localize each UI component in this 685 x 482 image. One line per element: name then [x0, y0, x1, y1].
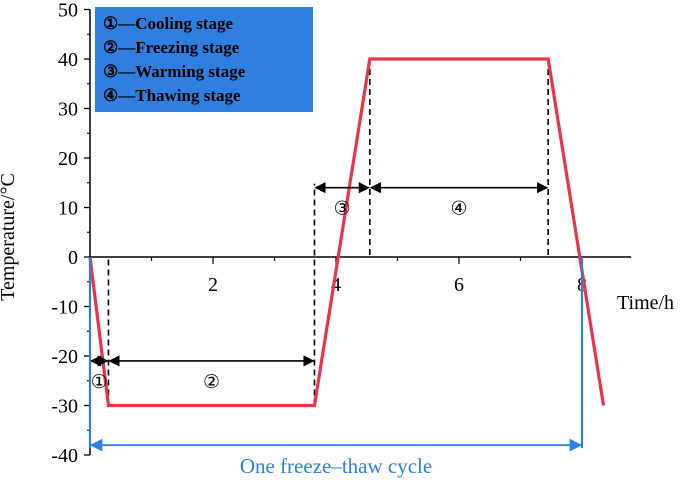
y-tick-label: 20 — [58, 148, 78, 170]
stage-label: ① — [91, 372, 108, 393]
y-tick-label: -40 — [51, 445, 78, 467]
annotations: ① ② ③ ④ One freeze–thaw cycle — [88, 182, 584, 478]
y-tick-label: 0 — [68, 247, 78, 269]
x-axis-label: Time/h — [617, 292, 674, 314]
legend-item: ②—Freezing stage — [103, 38, 240, 57]
stage-label: ④ — [450, 199, 467, 220]
y-tick-label: 30 — [58, 99, 78, 121]
legend-item: ④—Thawing stage — [103, 86, 241, 105]
y-tick-label: -10 — [51, 297, 78, 319]
stage-label: ③ — [334, 199, 351, 220]
x-tick-label: 6 — [454, 274, 464, 296]
temperature-series-line — [88, 57, 606, 408]
axes: -40-30-20-10010203040502468 — [51, 0, 632, 467]
y-tick-label: 10 — [58, 198, 78, 220]
legend: ①—Cooling stage ②—Freezing stage ③—Warming… — [95, 7, 313, 112]
series-layer — [88, 57, 606, 408]
cycle-label: One freeze–thaw cycle — [240, 454, 432, 478]
y-tick-label: 40 — [58, 49, 78, 71]
y-tick-label: -30 — [51, 396, 78, 418]
stage-guide-lines — [107, 59, 549, 406]
legend-box — [95, 7, 313, 112]
y-tick-label: -20 — [51, 346, 78, 368]
x-tick-label: 2 — [208, 274, 218, 296]
x-tick-label: 4 — [331, 274, 341, 296]
legend-item: ①—Cooling stage — [103, 14, 233, 33]
y-tick-label: 50 — [58, 0, 78, 22]
stage-label: ② — [203, 372, 220, 393]
y-axis-label: Temperature/°C — [0, 173, 19, 301]
legend-item: ③—Warming stage — [103, 62, 246, 81]
